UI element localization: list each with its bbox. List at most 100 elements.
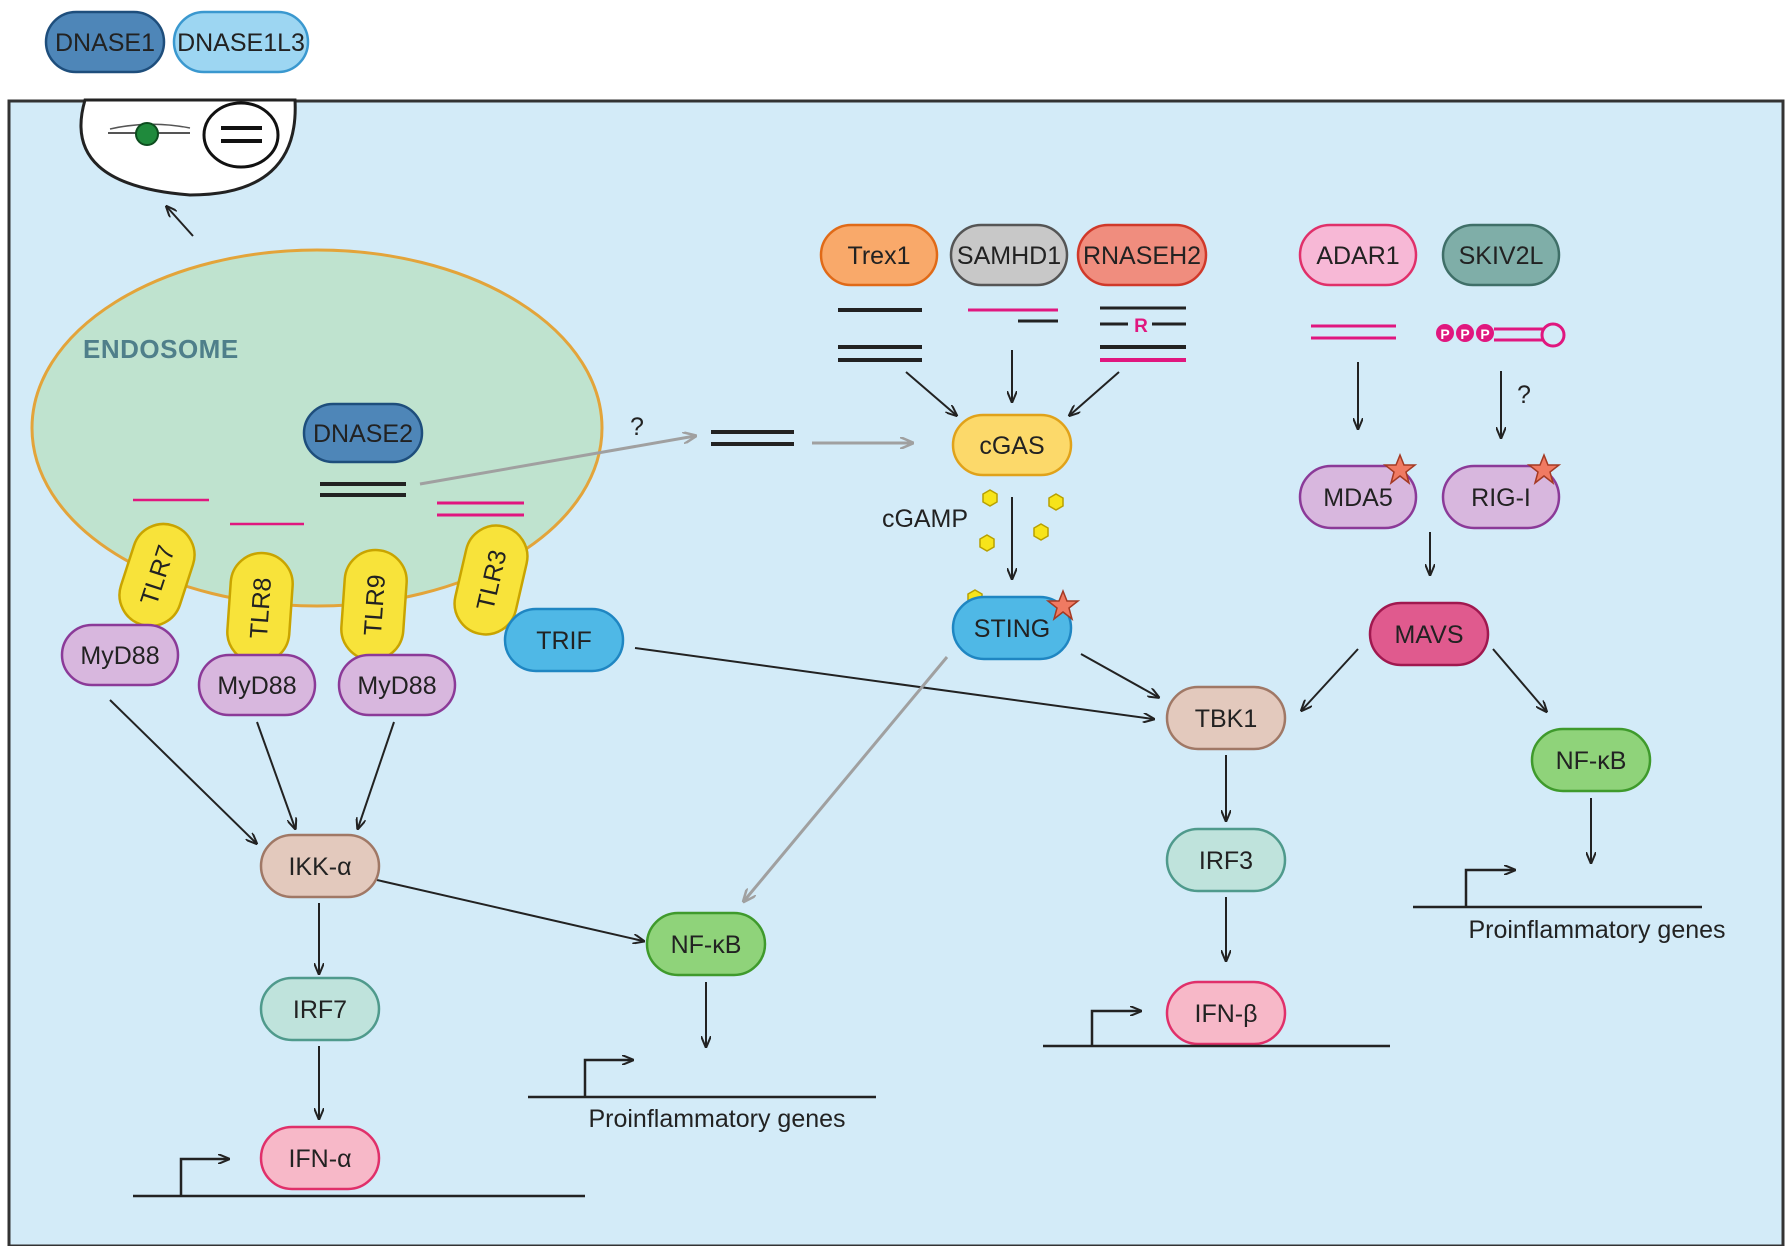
arrow-sting-tbk1 (1080, 653, 1158, 697)
sting-label: STING (974, 615, 1050, 643)
nfkb-rlr-label: NF-κB (1556, 747, 1627, 775)
tlr3: TLR3 (453, 524, 529, 636)
dnase2: DNASE2 (302, 402, 424, 464)
escape-question: ? (630, 413, 644, 441)
mavs: MAVS (1368, 601, 1490, 667)
nfkb-label: NF-κB (671, 931, 742, 959)
phosphate-label: P (1440, 326, 1449, 342)
activation-star-icon (1382, 452, 1418, 485)
apoptotic-vesicle (79, 98, 297, 197)
arrow-ssdna-cgas (905, 371, 956, 415)
adar1-label: ADAR1 (1316, 242, 1399, 270)
tlr8-label: TLR8 (245, 577, 277, 640)
irf3-label: IRF3 (1199, 847, 1253, 875)
tlr9-label: TLR9 (359, 574, 391, 637)
dnase1l3-label: DNASE1L3 (177, 29, 305, 57)
mda5: MDA5 (1298, 464, 1418, 530)
trex1-label: Trex1 (848, 242, 911, 270)
dna-fragment-icon (202, 101, 280, 169)
endosome-label: ENDOSOME (83, 334, 239, 364)
rigi-label: RIG-I (1471, 484, 1531, 512)
adar1: ADAR1 (1298, 223, 1418, 287)
tlr7: TLR7 (118, 522, 196, 628)
sting: STING (951, 595, 1073, 661)
phosphate-icon (1476, 324, 1494, 342)
trif-label: TRIF (536, 627, 592, 655)
activation-star-icon (1526, 452, 1562, 485)
rna-dna-hybrid-substrate (968, 308, 1058, 323)
ifn-beta-label: IFN-β (1195, 1000, 1258, 1028)
phosphate-icon (1456, 324, 1474, 342)
ribonucleotide-mark: R (1134, 316, 1148, 337)
cgamp-label: cGAMP (882, 505, 968, 533)
tbk1: TBK1 (1165, 685, 1287, 751)
arrow-myd88-ikk (358, 721, 395, 828)
trif: TRIF (503, 607, 625, 673)
ikk-alpha: IKK-α (259, 833, 381, 899)
gene-promoter-ifnb (1043, 1011, 1390, 1048)
myd88-label: MyD88 (357, 672, 436, 700)
skiv2l: SKIV2L (1441, 223, 1561, 287)
arrow-rdna-cgas (1070, 371, 1120, 415)
ifn-alpha-label: IFN-α (288, 1145, 351, 1173)
cgamp-molecule (1048, 493, 1064, 511)
skiv2l-label: SKIV2L (1459, 242, 1544, 270)
arrow-mavs-nfkb (1492, 648, 1546, 711)
samhd1: SAMHD1 (949, 223, 1069, 287)
proinflammatory-genes-label-rlr: Proinflammatory genes (1468, 916, 1725, 944)
ifn-beta: IFN-β (1165, 980, 1287, 1046)
arrow-myd88-ikk (256, 721, 295, 828)
myd88-label: MyD88 (217, 672, 296, 700)
myd88-tlr9: MyD88 (337, 653, 457, 717)
ssdna-substrate (838, 308, 922, 362)
phosphate-icon (1436, 324, 1454, 342)
nuclease-dnase1l3: DNASE1L3 (172, 10, 310, 74)
phosphate-label: P (1460, 326, 1469, 342)
cgamp-molecule (979, 534, 995, 552)
irf7: IRF7 (259, 976, 381, 1042)
cgas-label: cGAS (979, 432, 1044, 460)
nucleosome-icon (135, 122, 159, 146)
irf3: IRF3 (1165, 827, 1287, 893)
gene-promoter-proinflammatory-rlr (1413, 870, 1702, 909)
gene-promoter-proinflammatory (528, 1060, 876, 1099)
rigi-question: ? (1517, 381, 1531, 409)
nfkb-tlr: NF-κB (645, 911, 767, 977)
triphosphate-rna-substrate: P P P (1436, 322, 1566, 348)
ifn-alpha: IFN-α (259, 1125, 381, 1191)
arrow-mavs-tbk1 (1302, 648, 1359, 710)
tlr8: TLR8 (226, 551, 294, 665)
gene-promoter-ifna (133, 1159, 585, 1198)
tlr9: TLR9 (340, 548, 408, 662)
rnaseh2-label: RNASEH2 (1083, 242, 1201, 270)
arrow-ikk-nfkb (376, 879, 643, 941)
irf7-label: IRF7 (293, 996, 347, 1024)
arrow-trif-tbk1 (634, 647, 1153, 719)
ribonucleotide-dna-substrate: R (1100, 306, 1186, 362)
rnaseh2: RNASEH2 (1076, 223, 1208, 287)
mda5-label: MDA5 (1323, 484, 1392, 512)
phosphate-label: P (1480, 326, 1489, 342)
dnase1-label: DNASE1 (55, 29, 155, 57)
tbk1-label: TBK1 (1195, 705, 1258, 733)
dnase2-label: DNASE2 (313, 420, 413, 448)
cgamp-molecule (982, 489, 998, 507)
myd88-label: MyD88 (80, 642, 159, 670)
proinflammatory-genes-label: Proinflammatory genes (588, 1105, 845, 1133)
activation-star-icon (1045, 588, 1081, 621)
nuclease-dnase1: DNASE1 (44, 10, 166, 74)
arrow-myd88-ikk (109, 699, 256, 843)
dsrna-substrate (1311, 324, 1396, 340)
myd88-tlr7: MyD88 (60, 623, 180, 687)
myd88-tlr8: MyD88 (197, 653, 317, 717)
samhd1-label: SAMHD1 (957, 242, 1061, 270)
nfkb-rlr: NF-κB (1530, 727, 1652, 793)
dna-escape-arrow (419, 436, 695, 486)
arrow-sting-nfkb (744, 656, 949, 901)
trex1: Trex1 (819, 223, 939, 287)
cgas: cGAS (951, 413, 1073, 477)
ikk-label: IKK-α (288, 853, 351, 881)
mavs-label: MAVS (1395, 621, 1464, 649)
rig-i: RIG-I (1441, 464, 1561, 530)
